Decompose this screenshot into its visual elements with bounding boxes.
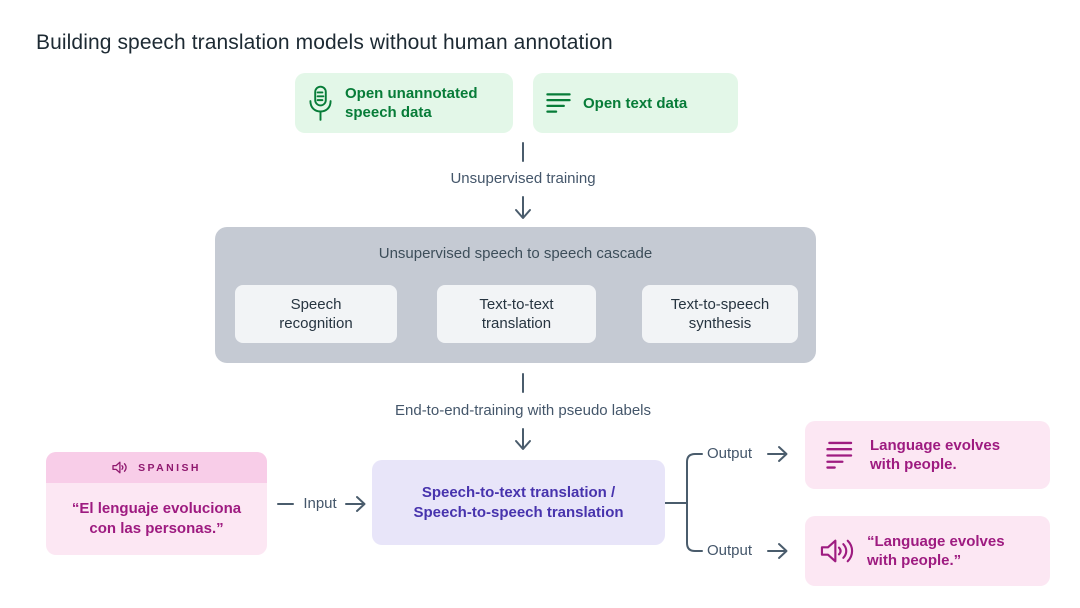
page-title: Building speech translation models witho… [36,31,613,54]
text-lines-icon [546,90,571,116]
stage-label: Speech recognition [279,296,353,332]
output-text: “Language evolves with people.” [867,533,1005,569]
cascade-stage-speech-recognition: Speech recognition [235,285,397,343]
microphone-icon [308,85,333,122]
arrow-down-to-model-icon [515,428,531,450]
source-card-label: Open text data [583,94,688,112]
output-arrow-icon-1 [767,446,788,462]
cascade-title: Unsupervised speech to speech cascade [378,245,653,262]
source-card-text-data: Open text data [533,73,738,133]
language-badge: SPANISH [46,452,267,483]
model-card: Speech-to-text translation / Speech-to-s… [372,460,665,545]
output-card-text: Language evolves with people. [805,421,1050,489]
output-arrow-label-1: Output [707,445,753,462]
language-badge-label: SPANISH [138,461,201,474]
source-card-label: Open unannotated speech data [345,85,478,121]
input-example-card: SPANISH “El lenguaje evoluciona con las … [46,452,267,555]
model-label: Speech-to-text translation / Speech-to-s… [413,483,624,521]
output-text: Language evolves with people. [870,437,1001,473]
output-arrow-label-2: Output [707,542,753,559]
input-arrow-icon [345,496,366,512]
source-card-speech-data: Open unannotated speech data [295,73,513,133]
input-quote-text: “El lenguaje evoluciona con las personas… [71,500,242,537]
cascade-panel: Unsupervised speech to speech cascade Sp… [215,227,816,363]
input-arrow-label: Input [303,495,337,512]
output-bracket [664,453,703,552]
input-quote-area: “El lenguaje evoluciona con las personas… [46,483,267,555]
step-label-unsupervised-training: Unsupervised training [450,170,596,187]
step-label-end-to-end-training: End-to-end-training with pseudo labels [395,402,651,419]
text-lines-icon [826,440,853,470]
speaker-icon [112,460,130,475]
stage-label: Text-to-speech synthesis [670,296,770,332]
cascade-stage-text-to-speech-synthesis: Text-to-speech synthesis [642,285,798,343]
arrow-down-to-cascade-icon [515,196,531,219]
output-arrow-icon-2 [767,543,788,559]
cascade-stage-text-to-text-translation: Text-to-text translation [437,285,596,343]
speaker-icon [820,536,855,566]
stage-label: Text-to-text translation [479,296,554,332]
output-card-speech: “Language evolves with people.” [805,516,1050,586]
